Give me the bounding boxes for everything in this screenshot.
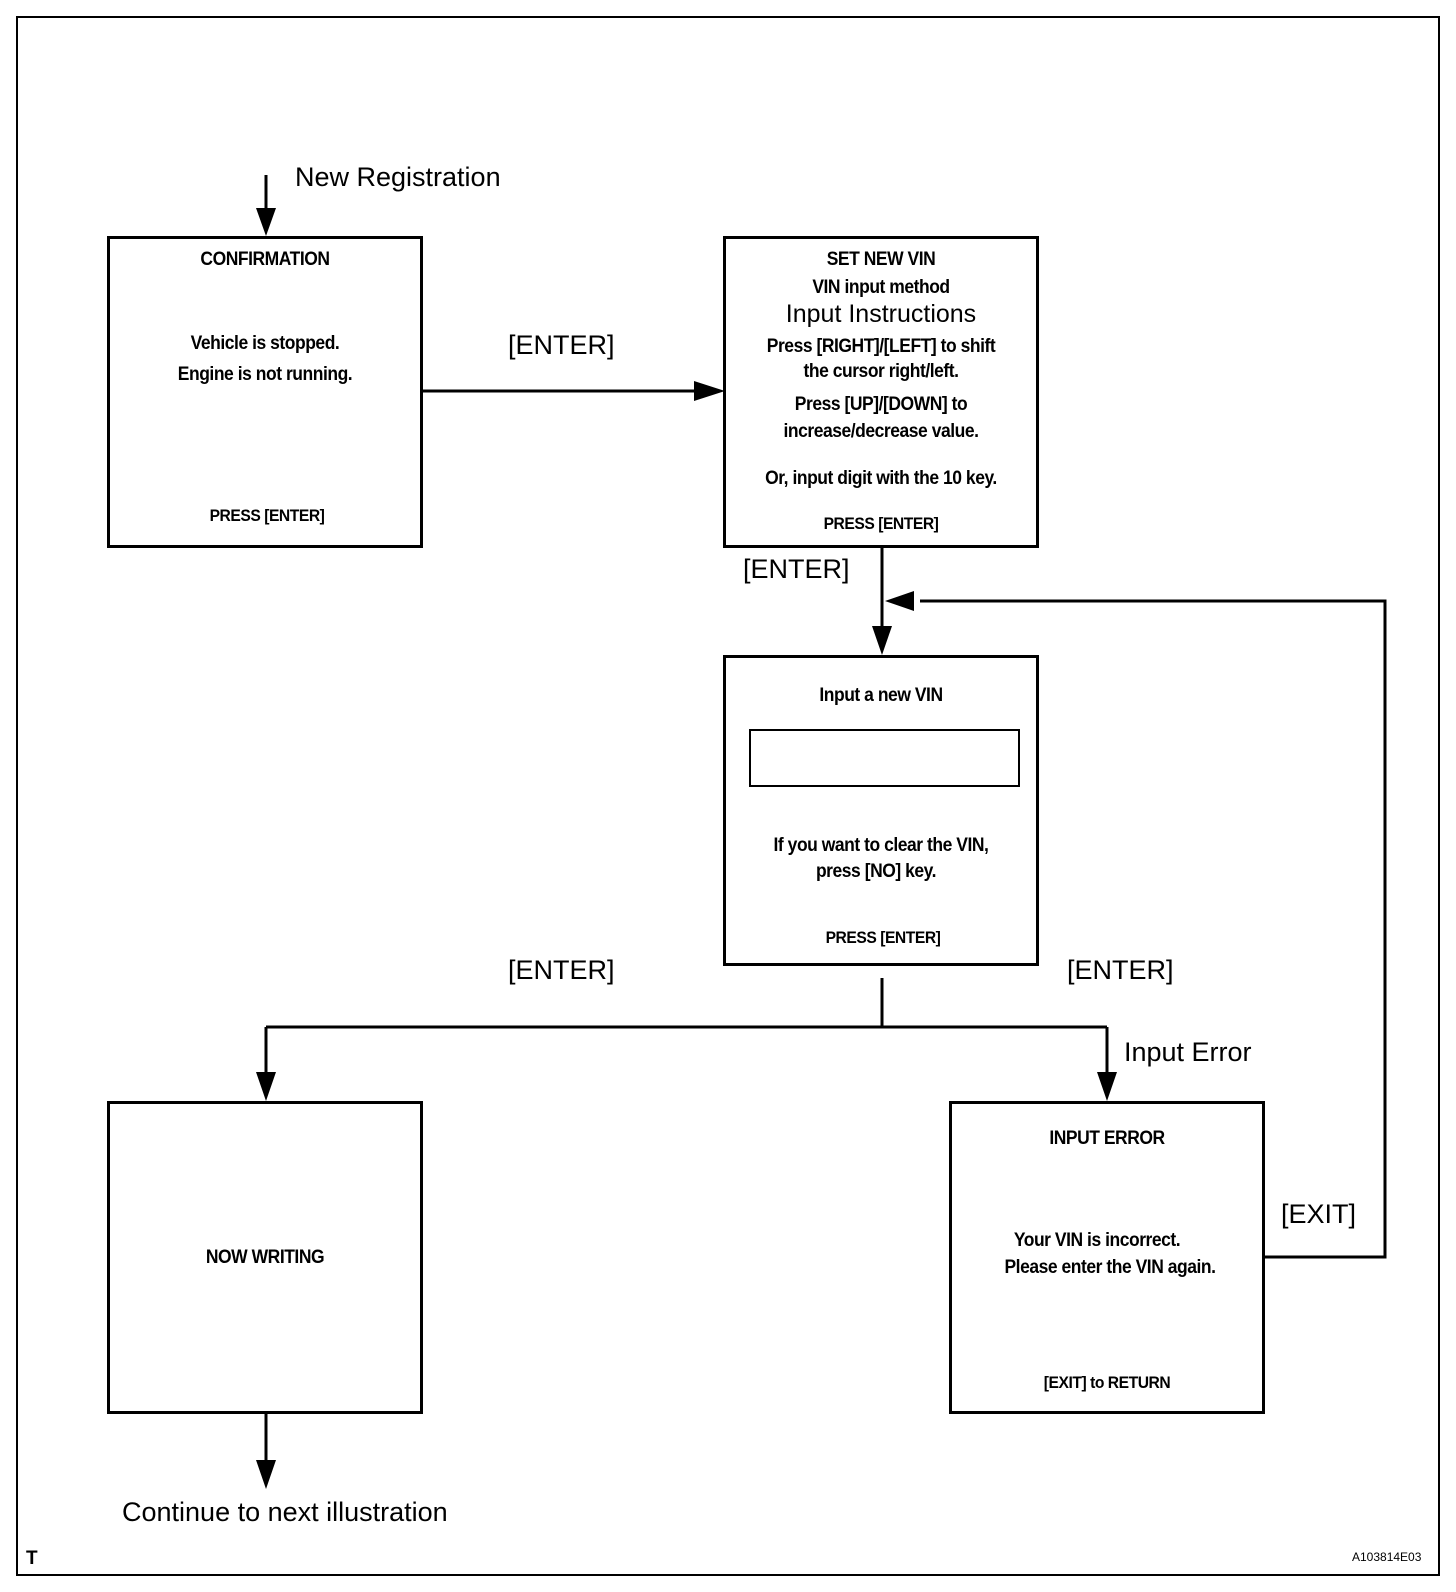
edge-label-set-to-input: [ENTER] [743,554,850,584]
set-new-vin-footer: PRESS [ENTER] [823,514,939,533]
confirmation-screen: CONFIRMATION Vehicle is stopped. Engine … [107,236,423,548]
continue-label: Continue to next illustration [122,1497,448,1527]
now-writing-title: NOW WRITING [205,1247,325,1268]
input-error-footer: [EXIT] to RETURN [1043,1373,1171,1392]
confirmation-line-2: Engine is not running. [177,364,353,385]
exit-loop-line [920,599,1387,1259]
vin-input-field[interactable] [749,729,1020,787]
error-arrowhead [1097,1072,1117,1101]
instruction-line-3: Press [UP]/[DOWN] to [794,394,968,415]
input-error-screen: INPUT ERROR Your VIN is incorrect. Pleas… [949,1101,1265,1414]
instruction-line-5: Or, input digit with the 10 key. [765,468,997,489]
input-error-line-1: Your VIN is incorrect. [1013,1230,1181,1251]
confirmation-line-1: Vehicle is stopped. [190,333,340,354]
set-to-input-arrowhead [872,626,892,655]
set-new-vin-title: SET NEW VIN [826,249,936,270]
confirmation-title: CONFIRMATION [200,249,330,270]
instruction-line-1: Press [RIGHT]/[LEFT] to shift [766,336,996,357]
writing-arrowhead [256,1072,276,1101]
instruction-line-2: the cursor right/left. [803,361,959,382]
figure-code: A103814E03 [1352,1550,1422,1564]
edge-label-exit: [EXIT] [1281,1199,1357,1229]
input-vin-title: Input a new VIN [819,685,943,706]
edge-label-input-to-error: [ENTER] [1067,955,1174,985]
confirm-to-set-arrowhead [694,381,725,401]
edge-label-input-error: Input Error [1124,1037,1252,1067]
input-vin-screen: Input a new VIN If you want to clear the… [723,655,1039,966]
input-error-line-2: Please enter the VIN again. [1004,1257,1216,1278]
exit-loop-arrowhead [885,591,914,611]
edge-label-confirm-to-set: [ENTER] [508,330,615,360]
input-vin-footer: PRESS [ENTER] [825,928,941,947]
start-arrowhead [256,208,276,236]
confirmation-footer: PRESS [ENTER] [209,506,325,525]
input-vin-line-1: If you want to clear the VIN, [773,835,989,856]
continue-arrowhead [256,1460,276,1489]
instruction-line-4: increase/decrease value. [783,421,979,442]
set-new-vin-screen: SET NEW VIN VIN input method Input Instr… [723,236,1039,548]
diagram-frame [16,16,1440,1576]
input-error-title: INPUT ERROR [1049,1128,1165,1149]
start-label: New Registration [295,162,501,192]
input-vin-line-2: press [NO] key. [815,861,937,882]
set-new-vin-subtitle: VIN input method [812,277,950,298]
corner-mark: T [26,1548,38,1569]
instructions-heading: Input Instructions [785,300,977,328]
now-writing-screen: NOW WRITING [107,1101,423,1414]
edge-label-input-to-writing: [ENTER] [508,955,615,985]
